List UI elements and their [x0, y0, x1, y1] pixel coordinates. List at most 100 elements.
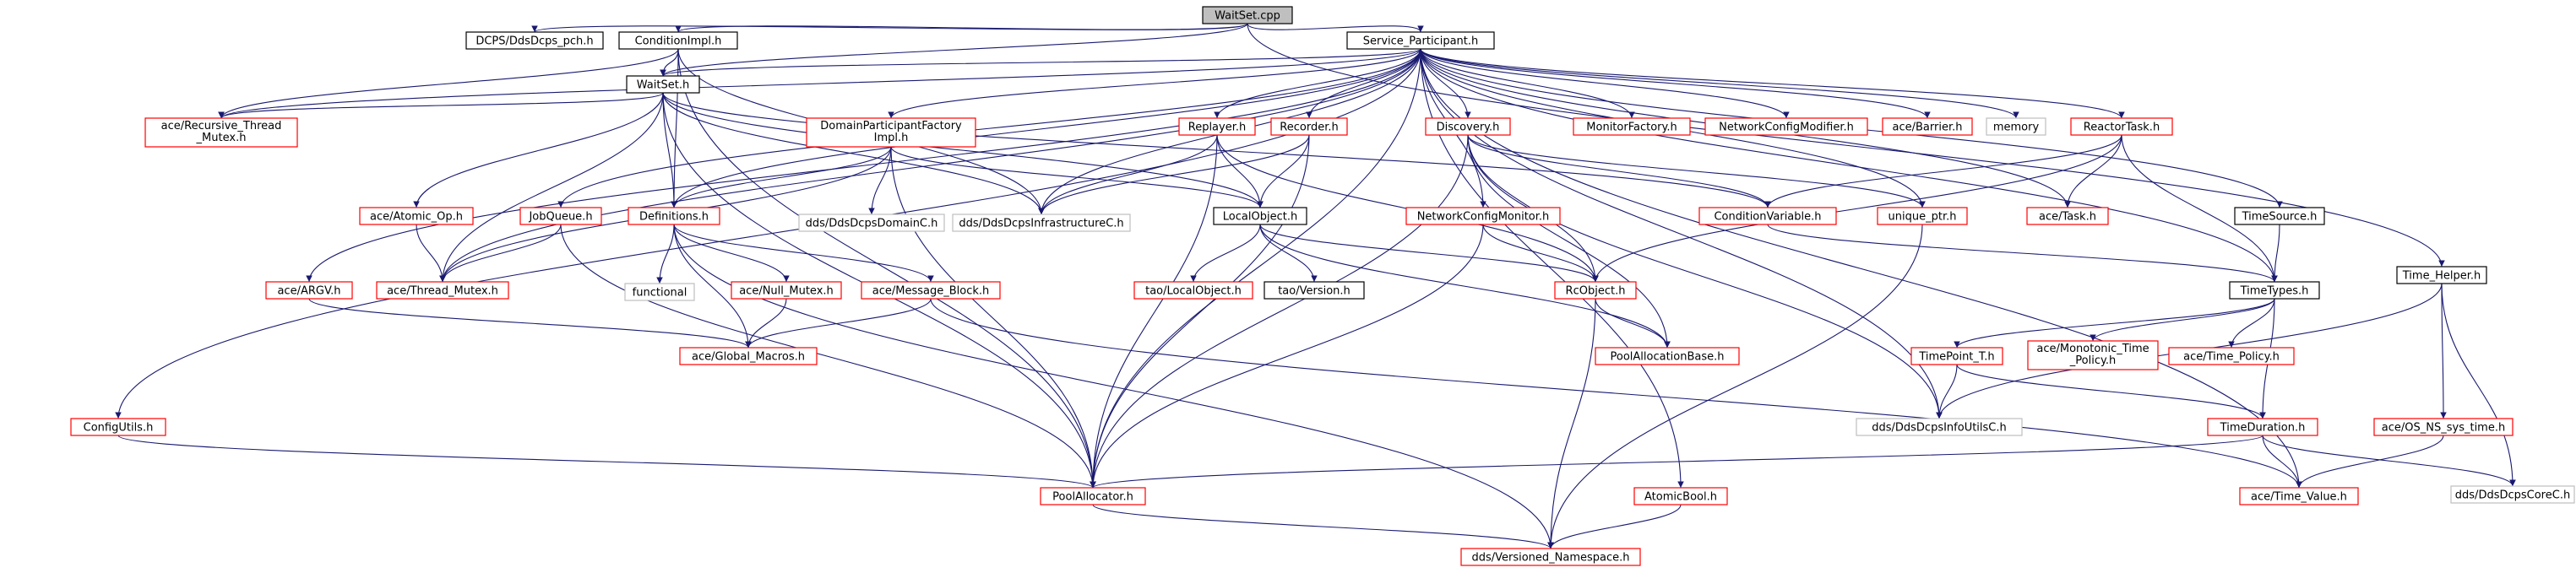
- node-poolallocationbase[interactable]: PoolAllocationBase.h: [1595, 347, 1740, 365]
- node-global_macros[interactable]: ace/Global_Macros.h: [679, 347, 818, 365]
- node-ace_argv[interactable]: ace/ARGV.h: [265, 281, 353, 300]
- node-versioned_namespace[interactable]: dds/Versioned_Namespace.h: [1460, 548, 1641, 566]
- node-conditionimpl[interactable]: ConditionImpl.h: [618, 31, 738, 50]
- edge-time_helper-to-corec: [2441, 283, 2516, 487]
- node-ace_task[interactable]: ace/Task.h: [2026, 207, 2109, 225]
- node-monitor_factory[interactable]: MonitorFactory.h: [1573, 117, 1691, 136]
- node-box: [628, 207, 720, 225]
- node-os_ns_sys_time[interactable]: ace/OS_NS_sys_time.h: [2373, 418, 2514, 436]
- edge-conditionimpl-to-recursive_mutex: [218, 48, 679, 119]
- node-replayer[interactable]: Replayer.h: [1178, 117, 1256, 136]
- node-label: ace/Message_Block.h: [872, 285, 990, 298]
- node-jobqueue[interactable]: JobQueue.h: [519, 207, 602, 225]
- node-label: WaitSet.h: [637, 79, 689, 92]
- node-unique_ptr[interactable]: unique_ptr.h: [1877, 207, 1968, 225]
- edge-timesource-to-timetypes: [2271, 224, 2280, 283]
- node-box: [359, 207, 474, 225]
- edge-dp_factory_impl-to-domainc: [868, 146, 892, 215]
- node-box: [1460, 548, 1641, 566]
- node-dcps_pch[interactable]: DCPS/DdsDcps_pch.h: [465, 31, 604, 50]
- edge-rcobject-to-versioned_namespace: [1547, 298, 1596, 549]
- node-box: [2229, 281, 2320, 300]
- node-time_policy[interactable]: ace/Time_Policy.h: [2168, 347, 2295, 365]
- edge-discovery-to-infoutilsc: [1467, 134, 1943, 419]
- edge-timetypes-to-time_policy: [2228, 298, 2275, 349]
- node-timesource[interactable]: TimeSource.h: [2234, 207, 2325, 225]
- edge-replayer-to-localobject: [1216, 134, 1264, 208]
- edge-replayer-to-infrastructurec: [1038, 134, 1218, 215]
- node-recursive_mutex[interactable]: ace/Recursive_Thread_Mutex.h: [144, 117, 298, 148]
- edge-service_participant-to-recorder: [1306, 48, 1421, 119]
- node-ace_atomic_op[interactable]: ace/Atomic_Op.h: [359, 207, 474, 225]
- node-ace_time_value[interactable]: ace/Time_Value.h: [2239, 487, 2359, 505]
- node-poolallocator[interactable]: PoolAllocator.h: [1040, 487, 1146, 505]
- node-tao_version[interactable]: tao/Version.h: [1264, 281, 1365, 300]
- node-netconfig_monitor[interactable]: NetworkConfigMonitor.h: [1405, 207, 1561, 225]
- node-box: [798, 214, 945, 232]
- node-atomicbool[interactable]: AtomicBool.h: [1633, 487, 1728, 505]
- node-box: [1633, 487, 1728, 505]
- edge-waitset_cpp-to-conditionimpl: [675, 23, 1248, 33]
- node-ace_barrier[interactable]: ace/Barrier.h: [1882, 117, 1973, 136]
- node-timepoint_t[interactable]: TimePoint_T.h: [1910, 347, 2003, 365]
- edge-service_participant-to-poolallocator: [1090, 48, 1421, 489]
- node-label: ace/Task.h: [2039, 211, 2096, 224]
- node-label: ace/ARGV.h: [277, 285, 340, 298]
- node-definitions[interactable]: Definitions.h: [628, 207, 720, 225]
- node-time_helper[interactable]: Time_Helper.h: [2396, 266, 2487, 284]
- node-monotonic_time_policy[interactable]: ace/Monotonic_Time_Policy.h: [2027, 340, 2159, 370]
- edge-reactor_task-to-rcobject: [1592, 134, 2122, 283]
- edge-service_participant-to-atomicbool: [1420, 48, 1684, 489]
- node-service_participant[interactable]: Service_Participant.h: [1346, 31, 1495, 50]
- node-thread_mutex[interactable]: ace/Thread_Mutex.h: [376, 281, 509, 300]
- node-configutils[interactable]: ConfigUtils.h: [70, 418, 166, 436]
- node-timeduration[interactable]: TimeDuration.h: [2207, 418, 2318, 436]
- node-box: [1595, 347, 1740, 365]
- edge-service_participant-to-monitor_factory: [1420, 48, 1635, 119]
- edge-localobject-to-poolallocationbase: [1259, 224, 1671, 349]
- node-waitset_cpp[interactable]: WaitSet.cpp: [1202, 6, 1293, 24]
- node-recorder[interactable]: Recorder.h: [1270, 117, 1348, 136]
- node-label: ace/Monotonic_Time_Policy.h: [2036, 343, 2149, 367]
- edge-waitset_cpp-to-time_helper: [1247, 23, 2445, 268]
- edge-ace_argv-to-global_macros: [308, 298, 752, 349]
- node-reactor_task[interactable]: ReactorTask.h: [2070, 117, 2173, 136]
- node-condition_variable[interactable]: ConditionVariable.h: [1698, 207, 1837, 225]
- node-box: [1910, 347, 2003, 365]
- node-box: [519, 207, 602, 225]
- edge-unique_ptr-to-versioned_namespace: [1547, 224, 1923, 549]
- node-label: MonitorFactory.h: [1586, 122, 1677, 134]
- node-netconfig_modifier[interactable]: NetworkConfigModifier.h: [1704, 117, 1868, 136]
- node-message_block[interactable]: ace/Message_Block.h: [861, 281, 1001, 300]
- node-memory: memory: [1986, 117, 2046, 136]
- edge-definitions-to-functional: [656, 224, 675, 284]
- node-timetypes[interactable]: TimeTypes.h: [2229, 281, 2320, 300]
- node-localobject[interactable]: LocalObject.h: [1213, 207, 1307, 225]
- node-label: ConditionVariable.h: [1714, 211, 1821, 224]
- edge-service_participant-to-ace_argv: [306, 48, 1421, 283]
- node-label: Service_Participant.h: [1363, 35, 1479, 48]
- edge-discovery-to-condition_variable: [1467, 134, 1771, 208]
- edge-service_participant-to-ace_barrier: [1420, 48, 1931, 119]
- edge-localobject-to-tao_localobject: [1190, 224, 1261, 283]
- node-null_mutex[interactable]: ace/Null_Mutex.h: [731, 281, 842, 300]
- node-box: [2168, 347, 2295, 365]
- node-rcobject[interactable]: RcObject.h: [1554, 281, 1637, 300]
- node-label: dds/DdsDcpsCoreC.h: [2455, 489, 2570, 502]
- node-box: [626, 75, 700, 94]
- edge-netconfig_monitor-to-rcobject: [1482, 224, 1599, 283]
- edge-jobqueue-to-thread_mutex: [439, 224, 562, 283]
- node-box: [679, 347, 818, 365]
- node-infrastructurec: dds/DdsDcpsInfrastructureC.h: [952, 214, 1131, 232]
- node-label: unique_ptr.h: [1889, 211, 1957, 224]
- node-label: TimeDuration.h: [2220, 422, 2306, 435]
- node-tao_localobject[interactable]: tao/LocalObject.h: [1133, 281, 1253, 300]
- node-box: [376, 281, 509, 300]
- edge-netconfig_monitor-to-poolallocator: [1090, 224, 1484, 489]
- node-label: ace/Time_Value.h: [2251, 491, 2347, 504]
- edge-service_participant-to-dp_factory_impl: [888, 48, 1421, 119]
- node-label: ace/Global_Macros.h: [692, 351, 805, 364]
- node-discovery[interactable]: Discovery.h: [1425, 117, 1511, 136]
- node-waitset_h[interactable]: WaitSet.h: [626, 75, 700, 94]
